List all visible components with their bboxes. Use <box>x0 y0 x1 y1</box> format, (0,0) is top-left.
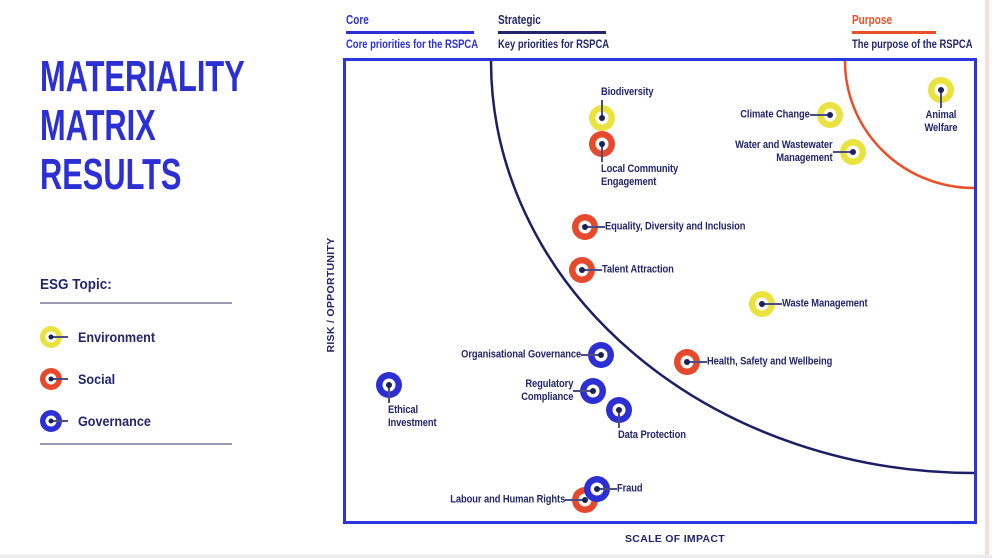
marker-dot <box>590 388 596 394</box>
point-label: Local Community Engagement <box>601 163 679 188</box>
legend-item-governance: Governance <box>40 410 232 432</box>
marker-stem <box>565 499 585 501</box>
point-label: Regulatory Compliance <box>520 378 573 403</box>
point-label: Equality, Diversity and Inclusion <box>605 220 746 233</box>
zone-title: Strategic <box>498 13 541 27</box>
legend-divider <box>40 302 232 304</box>
zone-underline <box>346 31 474 34</box>
point-label: Biodiversity <box>601 86 654 98</box>
legend-item-label: Social <box>78 371 116 387</box>
zone-subtitle: Core priorities for the RSPCA <box>346 38 479 51</box>
zone-title: Core <box>346 13 369 27</box>
marker-dot <box>850 149 856 155</box>
zone-underline <box>852 31 936 34</box>
point-label: Ethical Investment <box>388 404 437 429</box>
point-label: Talent Attraction <box>602 263 674 276</box>
marker-stem <box>585 226 605 228</box>
y-axis-label: RISK / OPPORTUNITY <box>325 237 337 353</box>
marker-stem <box>687 361 707 363</box>
category-marker-icon <box>40 326 68 348</box>
legend-item-label: Governance <box>78 413 151 429</box>
marker-dot <box>599 141 605 147</box>
marker-dot <box>684 359 690 365</box>
marker-dot <box>616 407 622 413</box>
marker-stem <box>582 269 602 271</box>
marker-dot <box>759 301 765 307</box>
category-marker-icon <box>40 368 68 390</box>
zone-arc-purpose <box>843 60 975 190</box>
point-label: Organisational Governance <box>461 348 581 361</box>
point-label: Data Protection <box>618 429 686 441</box>
zone-underline <box>498 31 606 34</box>
marker-dot <box>582 497 588 503</box>
marker-dot <box>582 224 588 230</box>
marker-dot <box>827 112 833 118</box>
marker-dot <box>48 418 54 424</box>
marker-stem <box>597 488 617 490</box>
legend-item-environment: Environment <box>40 326 232 348</box>
marker-stem <box>573 390 593 392</box>
page-title: MATERIALITY MATRIX RESULTS <box>40 52 245 199</box>
marker-dot <box>938 87 944 93</box>
page-title-line: MATRIX <box>40 101 156 150</box>
marker-stem <box>940 90 942 108</box>
marker-stem <box>51 378 68 380</box>
marker-stem <box>601 100 603 118</box>
marker-stem <box>762 303 782 305</box>
page-title-line: MATERIALITY <box>40 52 245 101</box>
marker-dot <box>386 382 392 388</box>
x-axis-label: SCALE OF IMPACT <box>625 533 725 545</box>
point-label: Water and Wastewater Management <box>735 139 833 164</box>
marker-stem <box>618 410 620 428</box>
legend-item-social: Social <box>40 368 232 390</box>
marker-dot <box>594 486 600 492</box>
marker-dot <box>599 115 605 121</box>
marker-stem <box>51 336 68 338</box>
page-title-line: RESULTS <box>40 150 182 199</box>
marker-stem <box>810 114 830 116</box>
legend-item-label: Environment <box>78 329 156 345</box>
page-edge-artifact <box>0 555 992 558</box>
category-marker-icon <box>40 410 68 432</box>
marker-dot <box>598 352 604 358</box>
point-label: Health, Safety and Wellbeing <box>707 355 833 368</box>
marker-stem <box>601 144 603 162</box>
point-label: Waste Management <box>782 297 868 310</box>
point-label: Fraud <box>617 482 643 495</box>
marker-stem <box>51 420 68 422</box>
marker-stem <box>388 385 390 403</box>
marker-stem <box>833 151 853 153</box>
legend-heading: ESG Topic: <box>40 276 112 293</box>
zone-arc-strategic <box>489 60 975 475</box>
marker-dot <box>48 334 54 340</box>
marker-dot <box>48 376 54 382</box>
legend-divider <box>40 443 232 445</box>
marker-dot <box>579 267 585 273</box>
zone-subtitle: Key priorities for RSPCA <box>498 38 610 51</box>
zone-subtitle: The purpose of the RSPCA <box>852 38 973 51</box>
point-label: Labour and Human Rights <box>450 493 565 506</box>
marker-stem <box>581 354 601 356</box>
point-label: Animal Welfare <box>924 109 958 134</box>
zone-arcs <box>489 60 975 475</box>
page-edge-artifact <box>985 0 989 558</box>
zone-title: Purpose <box>852 13 893 27</box>
point-label: Climate Change <box>740 108 811 121</box>
